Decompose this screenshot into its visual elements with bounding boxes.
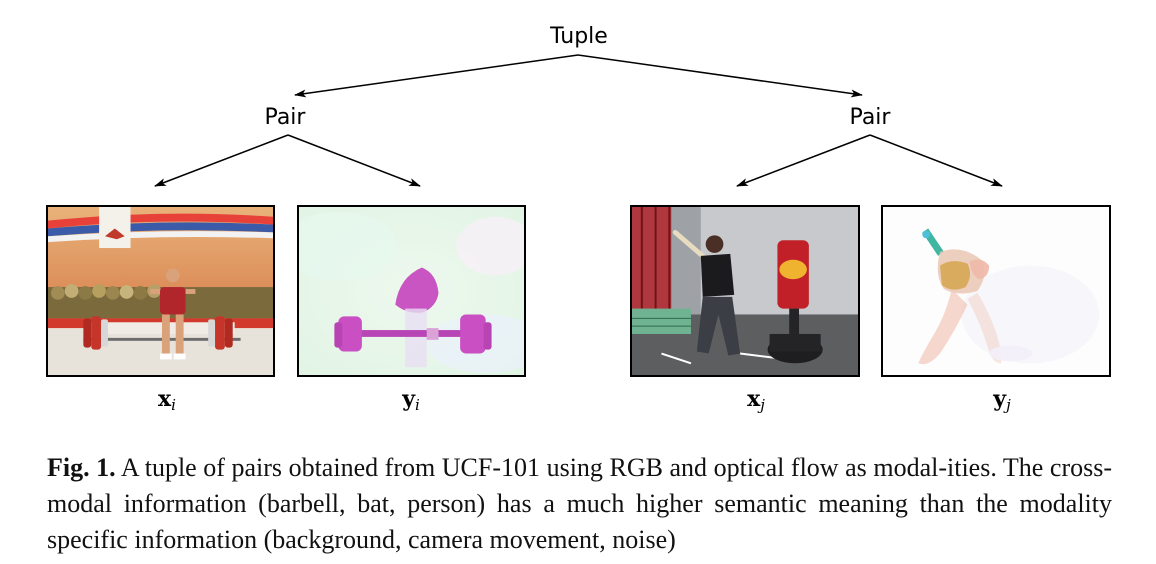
- caption-label: Fig. 1.: [47, 453, 116, 482]
- image-rgb-barbell: [46, 205, 275, 377]
- tuple-label: Tuple: [550, 24, 608, 49]
- figure: Tuple Pair Pair: [46, 24, 1111, 414]
- label-x-j: xj: [747, 386, 765, 414]
- arrow-root-left: [294, 54, 579, 98]
- label-x-i: xi: [158, 386, 176, 414]
- label-y-j: yj: [993, 386, 1011, 414]
- arrow-pair2-right: [869, 134, 1003, 187]
- image-flow-barbell: [297, 205, 526, 377]
- image-flow-batter: [881, 205, 1111, 377]
- arrow-root-right: [577, 54, 863, 98]
- figure-caption: Fig. 1. A tuple of pairs obtained from U…: [47, 450, 1112, 558]
- label-y-i: yi: [402, 386, 420, 414]
- pair-label-left: Pair: [264, 105, 306, 130]
- arrow-pair2-left: [736, 134, 871, 187]
- arrow-pair1-left: [154, 134, 289, 187]
- caption-text: A tuple of pairs obtained from UCF-101 u…: [47, 453, 1112, 554]
- image-rgb-batter: [630, 205, 860, 377]
- arrow-pair1-right: [287, 134, 421, 187]
- tree-arrows: [154, 54, 1003, 187]
- pair-label-right: Pair: [849, 105, 891, 130]
